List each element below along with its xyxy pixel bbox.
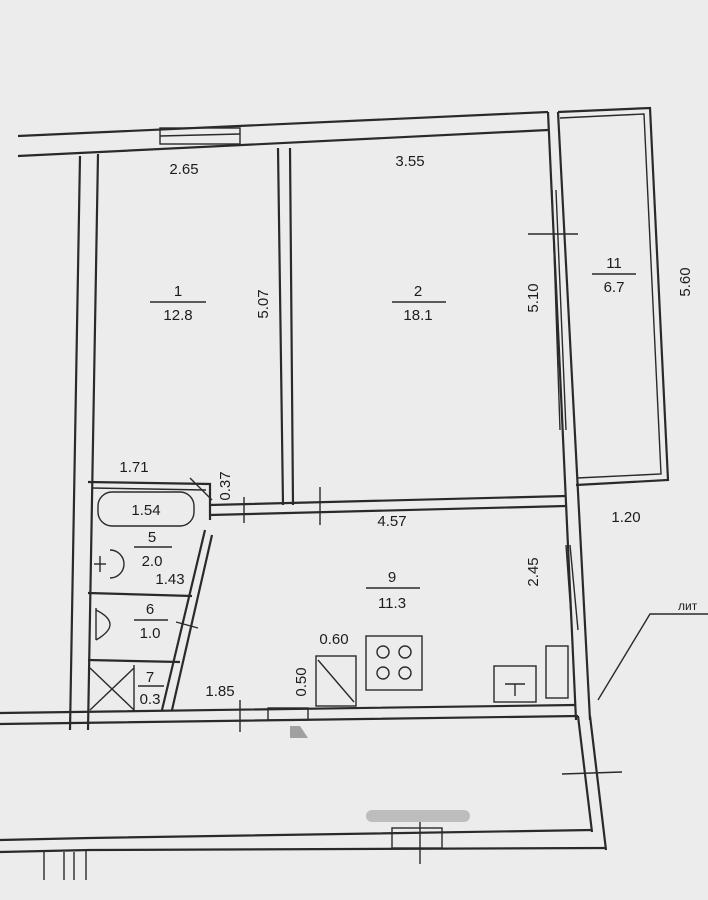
- blurred-mark: [366, 810, 470, 822]
- top-wall: [17, 110, 549, 158]
- balcony-inner: [559, 113, 662, 479]
- leader-label: лит: [678, 599, 698, 613]
- top-window-line: [159, 133, 241, 137]
- right-window-1: [551, 189, 567, 431]
- small-smudge: [290, 726, 308, 738]
- bath-sep-2: [87, 658, 181, 664]
- dim-room2-depth: 5.10: [525, 283, 542, 312]
- left-wall: [68, 153, 100, 731]
- room6-area: 1.0: [140, 625, 161, 642]
- closet-cross: [89, 667, 135, 711]
- burner-3: [376, 666, 390, 680]
- sink-icon: [109, 549, 125, 579]
- dim-wc-1-43: 1.43: [155, 571, 184, 588]
- slanted-wall: [160, 529, 214, 711]
- dim-room1-width: 2.65: [169, 161, 198, 178]
- room11-area: 6.7: [604, 279, 625, 296]
- room1-number: 1: [174, 283, 182, 300]
- duct: [545, 645, 569, 699]
- burner-1: [376, 645, 390, 659]
- dim-niche-depth: 0.50: [293, 667, 310, 696]
- lower-bottom-wall: [0, 828, 607, 854]
- room7-area: 0.3: [140, 691, 161, 708]
- dim-bathtub: 1.54: [131, 502, 160, 519]
- burner-2: [398, 645, 412, 659]
- bathtub: [97, 491, 195, 527]
- bath-sep-tick: [175, 621, 199, 629]
- lower-left-steps: [43, 850, 87, 880]
- lower-right-tick: [561, 771, 623, 775]
- kitchen-sink-tap: [505, 683, 525, 696]
- dim-room2-width: 3.55: [395, 153, 424, 170]
- room7-number: 7: [146, 669, 154, 686]
- lower-right-wall: [576, 715, 608, 851]
- right-wall: [546, 111, 592, 721]
- toilet-icon: [95, 608, 111, 641]
- room1-area: 12.8: [163, 307, 192, 324]
- niche-cross: [317, 659, 355, 703]
- room11-number: 11: [606, 255, 622, 272]
- dim-balcony-length: 5.60: [677, 267, 694, 296]
- balcony: [557, 106, 670, 487]
- room2-number: 2: [414, 283, 422, 300]
- leader-line: [597, 613, 708, 701]
- dim-balcony-offset: 1.20: [611, 509, 640, 526]
- niche: [315, 655, 357, 707]
- kitchen-top-wall: [209, 494, 567, 517]
- room6-number: 6: [146, 601, 154, 618]
- room2-area: 18.1: [403, 307, 432, 324]
- stove-icon: [365, 635, 423, 691]
- lower-bottom-window: [391, 827, 443, 849]
- bath-tick: [189, 477, 213, 501]
- room9-number: 9: [388, 569, 396, 586]
- dim-wall-0-37: 0.37: [217, 471, 234, 500]
- dim-kitchen-width: 4.57: [377, 513, 406, 530]
- bath-top-inner: [91, 487, 207, 491]
- room5-number: 5: [148, 529, 156, 546]
- dim-room1-depth: 5.07: [255, 289, 272, 318]
- bath-top-wall: [87, 480, 212, 520]
- bath-sep-1: [87, 591, 193, 598]
- dim-kitchen-depth: 2.45: [525, 557, 542, 586]
- right-window-2: [565, 544, 579, 631]
- bottom-window: [267, 707, 309, 721]
- partition-1-2: [276, 147, 295, 506]
- room9-area: 11.3: [378, 595, 406, 612]
- burner-4: [398, 666, 412, 680]
- room5-area: 2.0: [142, 553, 163, 570]
- dim-bath-width: 1.71: [119, 459, 148, 476]
- dim-corridor-1-85: 1.85: [205, 683, 234, 700]
- kitchen-sink-icon: [493, 665, 537, 703]
- dim-niche-width: 0.60: [319, 631, 348, 648]
